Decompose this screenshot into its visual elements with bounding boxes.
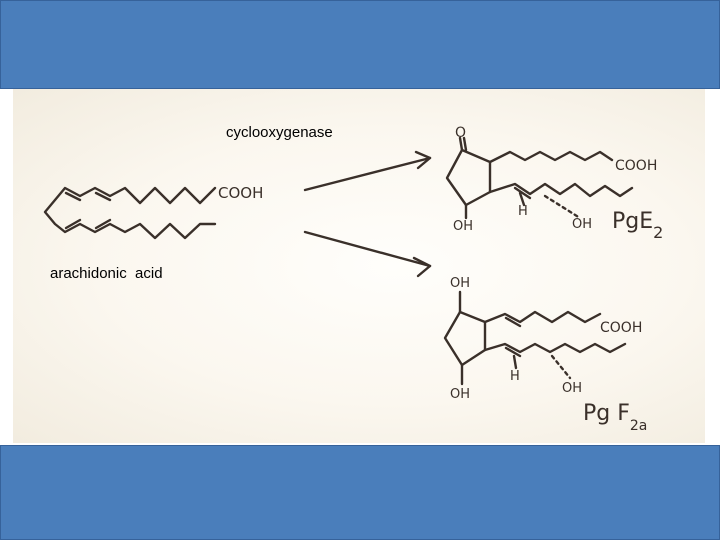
cooh-label-pgf2a: COOH [600, 320, 642, 336]
pge2-structure [445, 136, 634, 220]
oh-label-pge2-ring: OH [453, 219, 473, 234]
oh-label-pgf2a-ring: OH [450, 387, 470, 402]
oh-label-pgf2a-chain: OH [562, 381, 582, 396]
reaction-arrow-to-pge2 [303, 150, 432, 192]
oh-label-pgf2a-top: OH [450, 276, 470, 291]
enzyme-label: cyclooxygenase [226, 124, 333, 141]
handwritten-scheme-photo [13, 89, 705, 443]
cooh-label-pge2: COOH [615, 158, 657, 174]
cooh-label-substrate: COOH [218, 184, 263, 202]
pge2-name: PgE2 [612, 209, 663, 242]
top-banner [0, 0, 720, 89]
h-label-pge2: H [518, 204, 528, 219]
keto-label: O [455, 125, 466, 141]
h-label-pgf2a: H [510, 369, 520, 384]
bottom-banner [0, 445, 720, 540]
substrate-label: arachidonic acid [50, 265, 163, 282]
pgf2a-structure [443, 290, 627, 386]
reaction-arrow-to-pgf2a [303, 230, 432, 278]
pgf2a-name: Pg F2a [583, 401, 647, 434]
oh-label-pge2-chain: OH [572, 217, 592, 232]
arachidonic-acid-structure [43, 186, 217, 240]
